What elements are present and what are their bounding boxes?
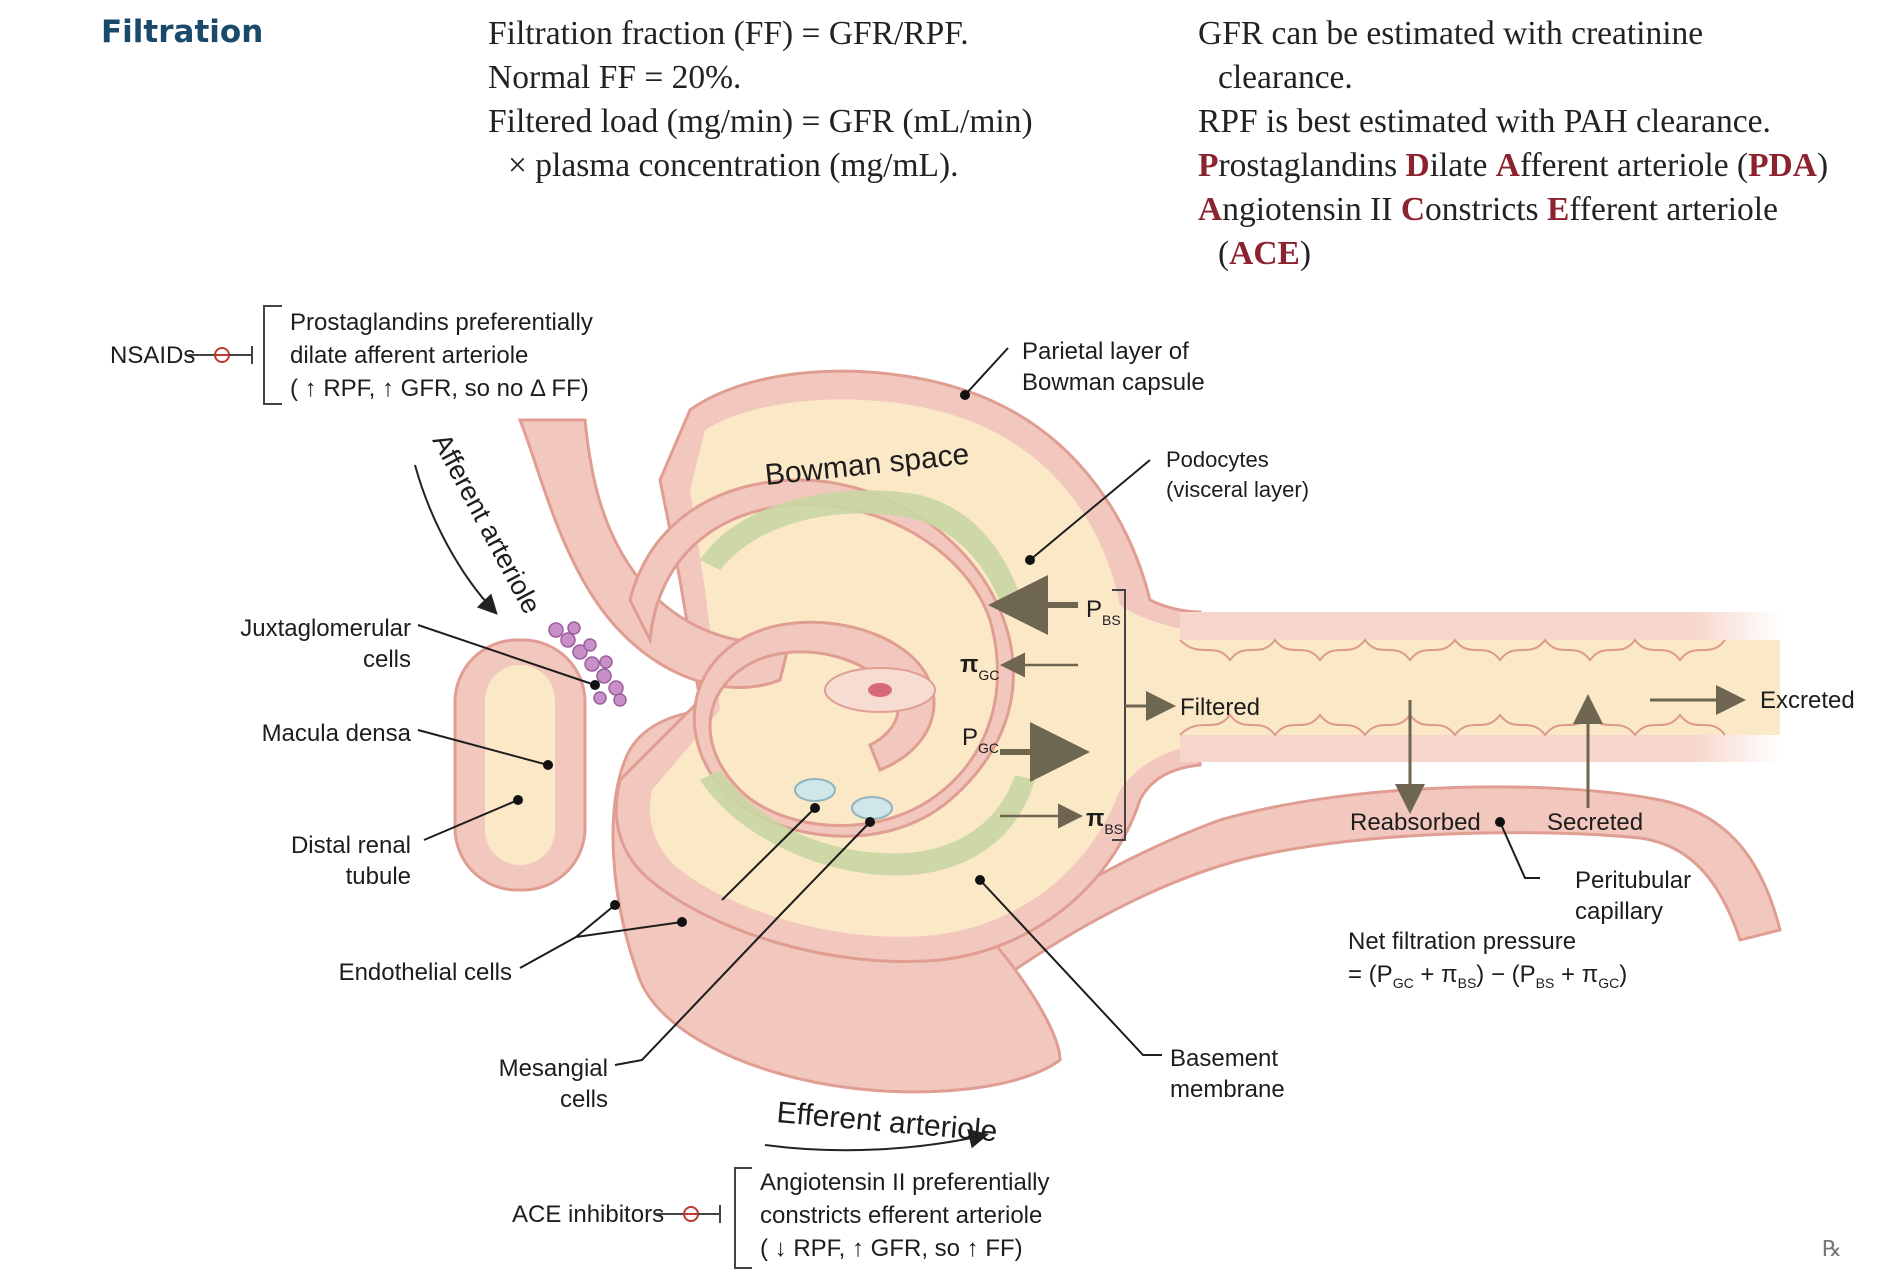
nsaids-box-line-3: ( ↑ RPF, ↑ GFR, so no Δ FF) [290, 375, 589, 402]
net-filtration-formula: = (PGC + πBS) − (PBS + πGC) [1348, 961, 1627, 991]
ace-text-3: fferent arteriole [1569, 191, 1778, 228]
mesangial-cell-1 [794, 778, 836, 802]
afferent-flow-arrow [414, 464, 498, 615]
pda-text-3: fferent arteriole ( [1519, 147, 1749, 184]
gfr-rpf-text: GFR can be estimated with creatinine cle… [1198, 12, 1828, 276]
ace-letter-e: E [1546, 191, 1570, 228]
ace-paren-close: ) [1299, 235, 1312, 272]
peritubular-label-2: capillary [1575, 898, 1663, 925]
parietal-label-1: Parietal layer of [1022, 338, 1189, 365]
pda-letter-p: P [1198, 147, 1219, 184]
filtration-fraction-text: Filtration fraction (FF) = GFR/RPF. Norm… [488, 12, 1033, 188]
ff-line-1: Filtration fraction (FF) = GFR/RPF. [488, 15, 969, 52]
p-bs-label: PBS [1086, 596, 1121, 628]
rx-logo: ℞ [1822, 1237, 1842, 1262]
distal-tubule-label-1: Distal renal [291, 832, 411, 859]
peritubular-leader [1499, 821, 1540, 879]
ace-inhibitor: ACE inhibitors Angiotensin II preferenti… [512, 1167, 1050, 1269]
podocytes-label-1: Podocytes [1166, 447, 1269, 472]
p-gc-label: PGC [962, 724, 999, 756]
excreted-label: Excreted [1760, 687, 1855, 714]
mesangial-label-1: Mesangial [499, 1055, 608, 1082]
pda-acronym: PDA [1748, 147, 1817, 184]
mesangial-leader [614, 807, 871, 1066]
rpf-line: RPF is best estimated with PAH clearance… [1198, 103, 1771, 140]
secreted-label: Secreted [1547, 809, 1643, 836]
afferent-arteriole-vessel [517, 418, 793, 689]
ace-box-line-1: Angiotensin II preferentially [760, 1169, 1050, 1196]
reabsorbed-label: Reabsorbed [1350, 809, 1481, 836]
afferent-arteriole-label: Afferent arteriole [427, 429, 547, 619]
mesangial-label-2: cells [560, 1086, 608, 1113]
gfr-line-2: clearance. [1218, 59, 1353, 96]
leader-lines [417, 347, 1540, 1066]
ace-mnemonic: Angiotensin II Constricts Efferent arter… [1198, 188, 1828, 232]
juxtaglomerular-label-2: cells [363, 646, 411, 673]
ff-line-4: × plasma concentration (mg/mL). [508, 147, 959, 184]
pda-text-4: ) [1816, 147, 1829, 184]
ace-acronym-line: (ACE) [1198, 232, 1828, 276]
ace-text-2: onstricts [1425, 191, 1547, 228]
pda-mnemonic: Prostaglandins Dilate Afferent arteriole… [1198, 144, 1828, 188]
pressure-bracket [1112, 589, 1126, 841]
ace-inhibitors-label: ACE inhibitors [512, 1201, 664, 1228]
pi-gc-label: πGC [960, 651, 999, 683]
nsaids-box-line-1: Prostaglandins preferentially [290, 309, 593, 336]
nsaids-label: NSAIDs [110, 342, 195, 369]
ace-letter-c: C [1400, 191, 1426, 228]
ff-line-2: Normal FF = 20%. [488, 59, 742, 96]
distal-tubule-label-2: tubule [346, 863, 411, 890]
efferent-flow-arrow [764, 1128, 989, 1152]
endothelial-leader [519, 904, 683, 969]
parietal-label-2: Bowman capsule [1022, 369, 1205, 396]
podocyte-layer-lower [700, 770, 1035, 876]
juxtaglomerular-cells [548, 621, 627, 707]
pda-text-1: rostaglandins [1218, 147, 1406, 184]
pda-letter-a: A [1495, 147, 1520, 184]
parietal-leader [964, 347, 1009, 396]
section-title: Filtration [101, 14, 264, 50]
basement-leader [979, 879, 1162, 1056]
juxtaglomerular-label-1: Juxtaglomerular [240, 615, 411, 642]
basement-label-1: Basement [1170, 1045, 1278, 1072]
efferent-arteriole-label: Efferent arteriole [775, 1096, 998, 1148]
podocyte-layer-upper [700, 490, 1025, 615]
ff-line-3: Filtered load (mg/min) = GFR (mL/min) [488, 103, 1033, 140]
peritubular-label-1: Peritubular [1575, 867, 1691, 894]
pi-bs-label: πBS [1086, 805, 1123, 837]
filtered-label: Filtered [1180, 694, 1260, 721]
distal-tubule-leader [423, 799, 519, 841]
ace-acronym: ACE [1229, 235, 1300, 272]
pda-letter-d: D [1405, 147, 1430, 184]
ace-letter-a: A [1198, 191, 1223, 228]
ace-text-1: ngiotensin II [1222, 191, 1401, 228]
ace-box-line-3: ( ↓ RPF, ↑ GFR, so ↑ FF) [760, 1235, 1023, 1262]
net-filtration-title: Net filtration pressure [1348, 928, 1576, 955]
mesangial-cell-2 [851, 796, 893, 820]
basement-label-2: membrane [1170, 1076, 1285, 1103]
pda-text-2: ilate [1429, 147, 1496, 184]
ace-paren-open: ( [1218, 235, 1230, 272]
ace-box-line-2: constricts efferent arteriole [760, 1202, 1042, 1229]
macula-densa-leader [417, 729, 549, 766]
podocytes-leader [1029, 459, 1151, 561]
podocytes-label-2: (visceral layer) [1166, 477, 1309, 502]
leader-dots [513, 390, 1505, 927]
peritubular-capillary [902, 785, 1782, 1033]
juxtaglomerular-leader [417, 624, 596, 686]
endothelial-label: Endothelial cells [339, 959, 512, 986]
nsaids-box-line-2: dilate afferent arteriole [290, 342, 528, 369]
gfr-line-1: GFR can be estimated with creatinine [1198, 15, 1704, 52]
macula-densa-label: Macula densa [262, 720, 412, 747]
nsaids-inhibitor: NSAIDs Prostaglandins preferentially dil… [110, 305, 593, 405]
